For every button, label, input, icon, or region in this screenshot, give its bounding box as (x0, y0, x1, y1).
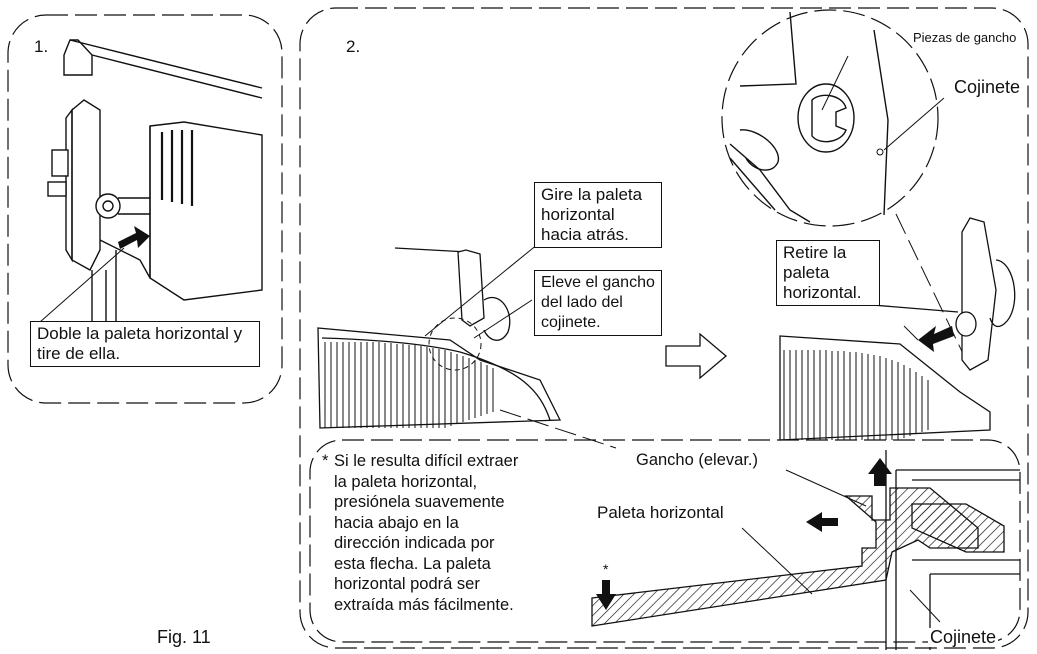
cojinete-bottom-label: Cojinete (928, 627, 999, 647)
note-line: extraída más fácilmente. (334, 595, 514, 614)
instruction-note: * Si le resulta difícil extraer la palet… (322, 451, 612, 615)
retire-callout: Retire la paleta horizontal. (776, 240, 880, 306)
note-line: dirección indicada por (334, 534, 495, 552)
note-line: la paleta horizontal, (334, 472, 478, 491)
step-1-label: 1. (34, 37, 49, 56)
panel-1-illustration (47, 39, 263, 360)
gancho-label: Gancho (elevar.) (636, 451, 758, 469)
note-line: presiónela suavemente (334, 493, 505, 511)
louver-fins-right (783, 350, 929, 440)
note-line: horizontal podrá ser (334, 575, 480, 593)
figure-caption: Fig. 11 (157, 627, 211, 647)
note-line: hacia abajo en la (334, 513, 459, 532)
arrow-asterisk: * (603, 561, 609, 577)
louver-fins-left (324, 342, 494, 428)
transition-arrow (665, 332, 728, 380)
step-2-label: 2. (346, 37, 361, 56)
panel-1-leader (39, 247, 125, 323)
down-arrow (596, 580, 616, 610)
detail-frame (309, 439, 1021, 643)
cojinete-top-label: Cojinete (954, 77, 1021, 97)
bearing-frame (895, 469, 1020, 650)
hook-zoom-ring (428, 317, 482, 371)
gire-callout: Gire la paleta horizontal hacia atrás. (534, 182, 662, 248)
doble-callout: Doble la paleta horizontal y tire de ell… (30, 321, 260, 367)
paleta-leader (741, 527, 813, 595)
gancho-leader (785, 469, 867, 507)
flap-section (591, 487, 979, 627)
retire-leader (903, 325, 919, 341)
gire-leader (424, 243, 539, 337)
up-arrow (868, 458, 892, 486)
pull-arrow (118, 226, 150, 249)
eleve-callout: Eleve el gancho del lado del cojinete. (534, 270, 662, 336)
panel-1-frame (7, 14, 283, 404)
piezas-label: Piezas de gancho (913, 30, 1017, 45)
paleta-label: Paleta horizontal (597, 503, 724, 522)
note-line: Si le resulta difícil extraer (334, 452, 519, 470)
eleve-leader (473, 299, 533, 339)
panel-2-frame (299, 7, 1029, 649)
left-arrow (806, 512, 838, 532)
hook-detail-circle (721, 9, 945, 227)
cojinete-bottom-leader (909, 589, 941, 623)
note-star: * (322, 452, 329, 470)
bearing-section (911, 503, 1005, 553)
note-line: esta flecha. La paleta (334, 554, 491, 573)
zoom-connector-bottom (499, 409, 617, 449)
remove-arrow (918, 326, 954, 352)
